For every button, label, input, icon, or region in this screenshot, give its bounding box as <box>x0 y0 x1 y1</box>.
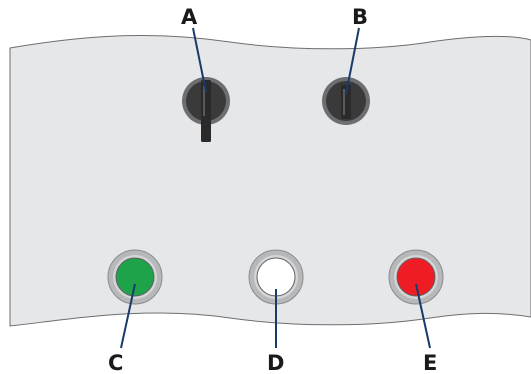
callout-label-d: D <box>267 351 284 374</box>
callout-label-e: E <box>423 351 437 374</box>
callout-label-a: A <box>181 5 198 29</box>
callout-label-b: B <box>352 5 368 29</box>
indicator-lamp-d <box>248 249 304 305</box>
leader-line-c <box>120 283 136 349</box>
leader-line-b <box>345 27 360 95</box>
indicator-lamp-e <box>388 249 444 305</box>
leader-line-e <box>415 283 431 349</box>
indicator-lamp-c <box>107 249 163 305</box>
key-switch-a <box>182 77 230 142</box>
leader-line-a <box>192 27 207 93</box>
key-switch-b <box>322 77 370 125</box>
callout-label-c: C <box>108 351 123 374</box>
